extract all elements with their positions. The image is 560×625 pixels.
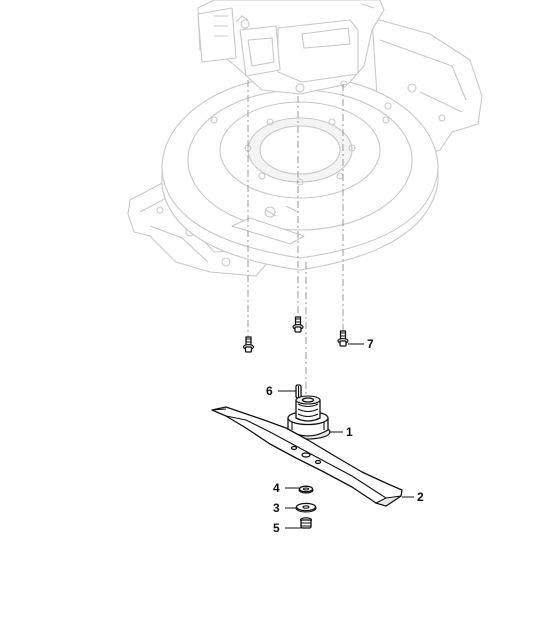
spacer: [298, 485, 314, 494]
callout-5: 5: [273, 521, 280, 535]
engine-bolt-middle: [292, 316, 304, 333]
callout-7: 7: [367, 337, 374, 351]
engine-bolt-left: [242, 336, 255, 353]
blade: [211, 406, 403, 507]
blade-adapter: [285, 395, 331, 440]
blade-bolt: [299, 517, 313, 529]
callout-4: 4: [273, 481, 280, 495]
callout-2: 2: [417, 490, 424, 504]
callout-3: 3: [273, 501, 280, 515]
callout-1: 1: [346, 425, 353, 439]
leader-lines: [278, 343, 414, 529]
callout-6: 6: [266, 384, 273, 398]
alignment-lines: [247, 80, 344, 396]
mower-deck-ghost: [127, 17, 483, 277]
engine-bolt-right: [337, 330, 349, 347]
engine-ghost: [197, 0, 385, 95]
washer: [295, 502, 317, 513]
callout-labels: 1 2 3 4 5 6 7: [266, 337, 424, 535]
key: [295, 384, 302, 399]
engine-bolt: [242, 316, 349, 353]
